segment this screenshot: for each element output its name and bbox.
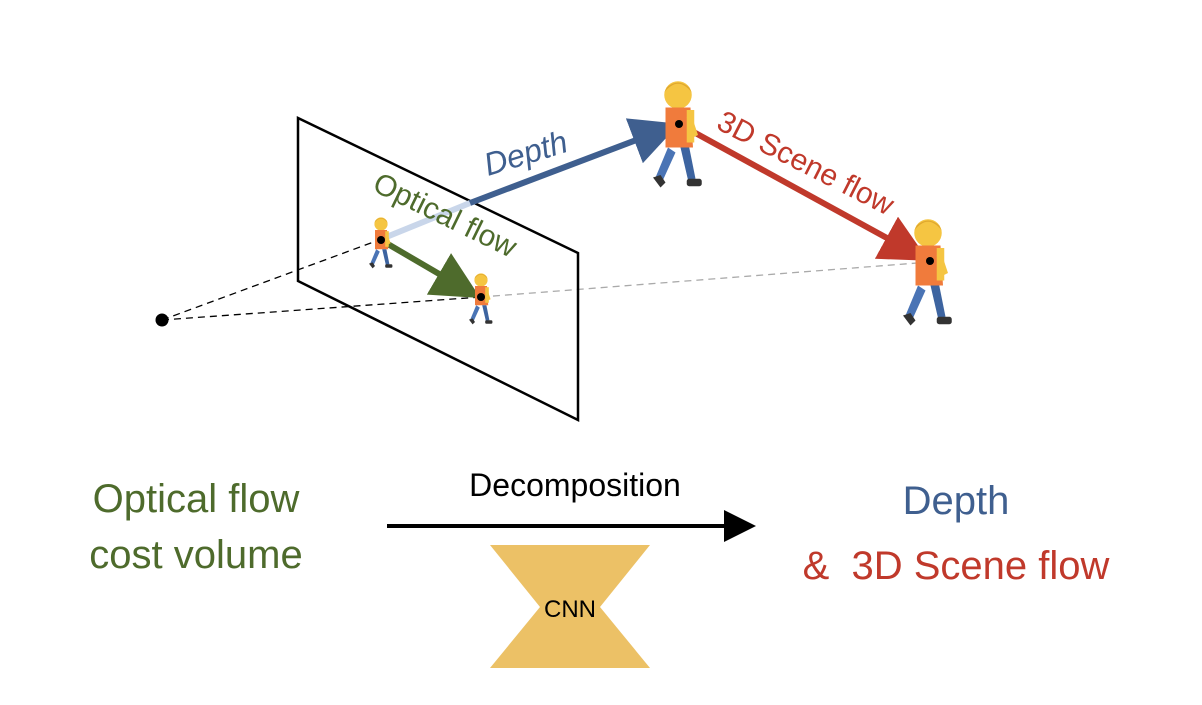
point-dot xyxy=(675,120,683,128)
depth-arrow-label: Depth xyxy=(480,123,572,182)
input-line-2: cost volume xyxy=(89,533,302,577)
person-walking-icon xyxy=(903,219,952,326)
decomposition-label: Decomposition xyxy=(469,467,681,503)
person-walking-icon xyxy=(653,81,702,188)
projection-ray-3 xyxy=(480,261,931,298)
output-line-1: Depth xyxy=(903,479,1010,523)
input-line-1: Optical flow xyxy=(93,477,300,521)
scene-flow-arrow-label: 3D Scene flow xyxy=(712,105,900,222)
projection-ray-1 xyxy=(161,239,380,321)
point-dot xyxy=(477,293,485,301)
projection-ray-2 xyxy=(161,296,482,321)
camera-center-dot xyxy=(155,313,169,327)
depth-ray-faded xyxy=(377,200,472,243)
point-dot xyxy=(377,236,385,244)
depth-arrow xyxy=(468,118,680,206)
scene-flow-arrow xyxy=(677,121,929,261)
output-line-2: & 3D Scene flow xyxy=(803,544,1110,588)
optical-flow-arrow xyxy=(379,237,481,299)
cnn-block xyxy=(490,545,650,668)
cnn-label: CNN xyxy=(544,596,596,623)
point-dot xyxy=(926,257,934,265)
image-plane xyxy=(296,116,580,423)
